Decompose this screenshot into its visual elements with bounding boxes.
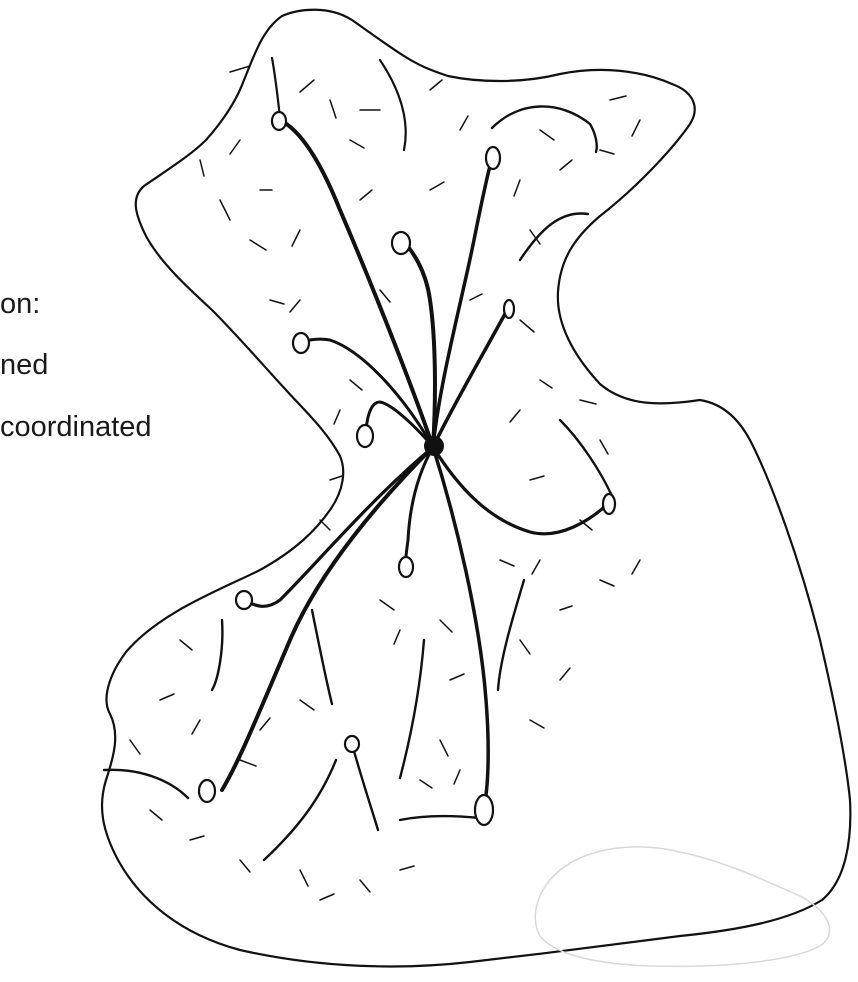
branch-3 xyxy=(560,420,612,496)
branch-8 xyxy=(264,760,336,860)
trunk-north-east xyxy=(433,158,492,447)
node xyxy=(293,333,309,353)
node xyxy=(504,300,514,318)
branch-12 xyxy=(272,58,280,118)
branch-5 xyxy=(312,610,332,704)
node xyxy=(345,736,359,752)
capillary-strokes xyxy=(130,66,640,900)
branch-7 xyxy=(498,580,524,690)
trunk-south-west xyxy=(222,447,433,790)
territory-outline xyxy=(102,10,850,967)
branch-4 xyxy=(212,620,222,690)
node xyxy=(603,494,615,514)
trunk-south xyxy=(406,447,433,566)
branch-9 xyxy=(104,770,188,798)
node xyxy=(357,425,373,447)
node xyxy=(272,112,286,130)
trunk-west xyxy=(366,402,433,447)
central-hub xyxy=(424,436,444,456)
node xyxy=(486,147,500,169)
node xyxy=(236,591,252,609)
node xyxy=(392,232,410,254)
trunk-north-west xyxy=(280,120,433,447)
branch-10 xyxy=(400,816,480,820)
trunk-south-east xyxy=(433,447,488,806)
branch-13 xyxy=(380,60,406,150)
branch-1 xyxy=(492,106,597,152)
branch-11 xyxy=(352,744,378,830)
branch-2 xyxy=(520,213,588,260)
node xyxy=(199,780,215,802)
trunk-south-west-2 xyxy=(244,447,433,606)
trunk-north xyxy=(402,240,435,447)
node xyxy=(399,557,413,577)
node xyxy=(475,795,493,825)
branch-6 xyxy=(400,640,424,778)
